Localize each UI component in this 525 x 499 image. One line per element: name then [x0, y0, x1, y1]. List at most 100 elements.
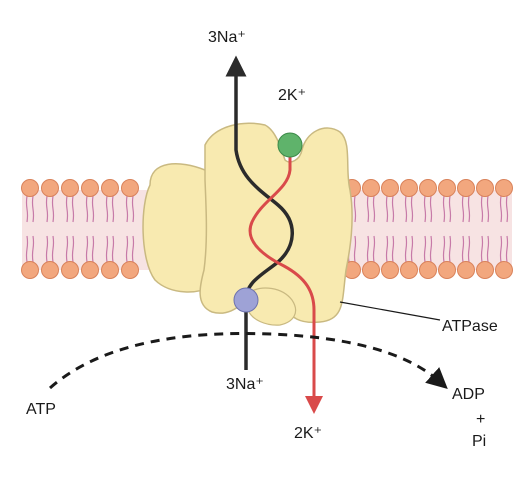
potassium-in-label: 2K⁺ — [278, 87, 306, 104]
adp-label: ADP — [452, 386, 485, 403]
lipid-tail — [85, 195, 89, 223]
sodium-transport-path — [225, 55, 294, 370]
lipid-tail — [85, 235, 89, 263]
lipid-tail — [71, 195, 75, 223]
lipid-head — [476, 179, 494, 197]
lipid-tail — [404, 235, 408, 263]
lipid-tail — [45, 195, 49, 223]
lipid-head — [419, 261, 437, 279]
lipid-tail — [429, 235, 433, 263]
atp-label: ATP — [26, 401, 56, 418]
lipid-head — [121, 261, 139, 279]
lipid-tail — [353, 235, 357, 263]
lipid-head — [101, 261, 119, 279]
lipid-head — [438, 261, 456, 279]
lipid-tail — [111, 195, 115, 223]
lipid-tail — [410, 235, 414, 263]
potassium-transport-path — [248, 148, 323, 414]
lipid-tail — [486, 195, 490, 223]
lipid-tail — [65, 195, 69, 223]
atpase-label: ATPase — [442, 318, 498, 335]
lipid-tail — [51, 195, 55, 223]
lipid-head — [419, 179, 437, 197]
lipid-tail — [480, 195, 484, 223]
lipid-tail — [404, 195, 408, 223]
lipid-tail — [461, 235, 465, 263]
lipid-tail — [486, 235, 490, 263]
sodium-in-label: 3Na⁺ — [226, 376, 264, 393]
atpase-protein — [142, 122, 353, 326]
lipid-head — [457, 261, 475, 279]
lipid-tail — [131, 235, 135, 263]
atp-hydrolysis-arrow — [49, 331, 448, 390]
lipid-tail — [391, 195, 395, 223]
lipid-tail — [429, 195, 433, 223]
lipid-tail — [31, 235, 35, 263]
lipid-tail — [71, 235, 75, 263]
lipid-tail — [423, 235, 427, 263]
lipid-head — [362, 179, 380, 197]
lipid-head — [21, 261, 39, 279]
potassium-binding-site — [277, 132, 303, 158]
lipid-tail — [499, 195, 503, 223]
atpase-main-body — [199, 122, 353, 324]
lipid-head — [61, 179, 79, 197]
lipid-tail — [448, 235, 452, 263]
lipid-tail — [65, 235, 69, 263]
lipid-tail — [366, 235, 370, 263]
lipid-tail — [505, 235, 509, 263]
lipid-tail — [353, 195, 357, 223]
lipid-tail — [480, 235, 484, 263]
lipid-head — [476, 261, 494, 279]
lipid-head — [21, 179, 39, 197]
lipid-head — [438, 179, 456, 197]
lipid-tail — [442, 195, 446, 223]
lipid-head — [400, 261, 418, 279]
lipid-head — [81, 261, 99, 279]
lipid-tail — [91, 195, 95, 223]
lipid-tail — [467, 235, 471, 263]
lipid-head — [41, 261, 59, 279]
atpase-leader-line — [339, 301, 441, 321]
lipid-tail — [131, 195, 135, 223]
pi-label: Pi — [472, 433, 486, 450]
lipid-tail — [467, 195, 471, 223]
lipid-tail — [372, 235, 376, 263]
lipid-head — [362, 261, 380, 279]
lipid-tail — [105, 235, 109, 263]
lipid-tail — [410, 195, 414, 223]
plus-label: + — [476, 411, 485, 428]
lipid-head — [381, 179, 399, 197]
potassium-out-label: 2K⁺ — [294, 425, 322, 442]
lipid-tail — [385, 195, 389, 223]
lipid-tail — [25, 195, 29, 223]
lipid-tail — [499, 235, 503, 263]
lipid-tail — [366, 195, 370, 223]
lipid-tail — [111, 235, 115, 263]
lipid-tail — [25, 235, 29, 263]
lipid-tail — [125, 195, 129, 223]
lipid-tail — [51, 235, 55, 263]
lipid-head — [495, 179, 513, 197]
sodium-out-label: 3Na⁺ — [208, 29, 246, 46]
lipid-head — [41, 179, 59, 197]
lipid-tail — [45, 235, 49, 263]
lipid-head — [101, 179, 119, 197]
lipid-tail — [391, 235, 395, 263]
lipid-head — [61, 261, 79, 279]
lipid-tail — [385, 235, 389, 263]
lipid-bilayer-left — [21, 179, 139, 279]
lipid-tail — [372, 195, 376, 223]
lipid-tail — [105, 195, 109, 223]
lipid-tail — [125, 235, 129, 263]
lipid-tail — [442, 235, 446, 263]
lipid-head — [121, 179, 139, 197]
lipid-head — [381, 261, 399, 279]
lipid-head — [495, 261, 513, 279]
lipid-tail — [91, 235, 95, 263]
lipid-head — [457, 179, 475, 197]
sodium-binding-site — [233, 287, 259, 313]
lipid-bilayer-right — [343, 179, 513, 279]
